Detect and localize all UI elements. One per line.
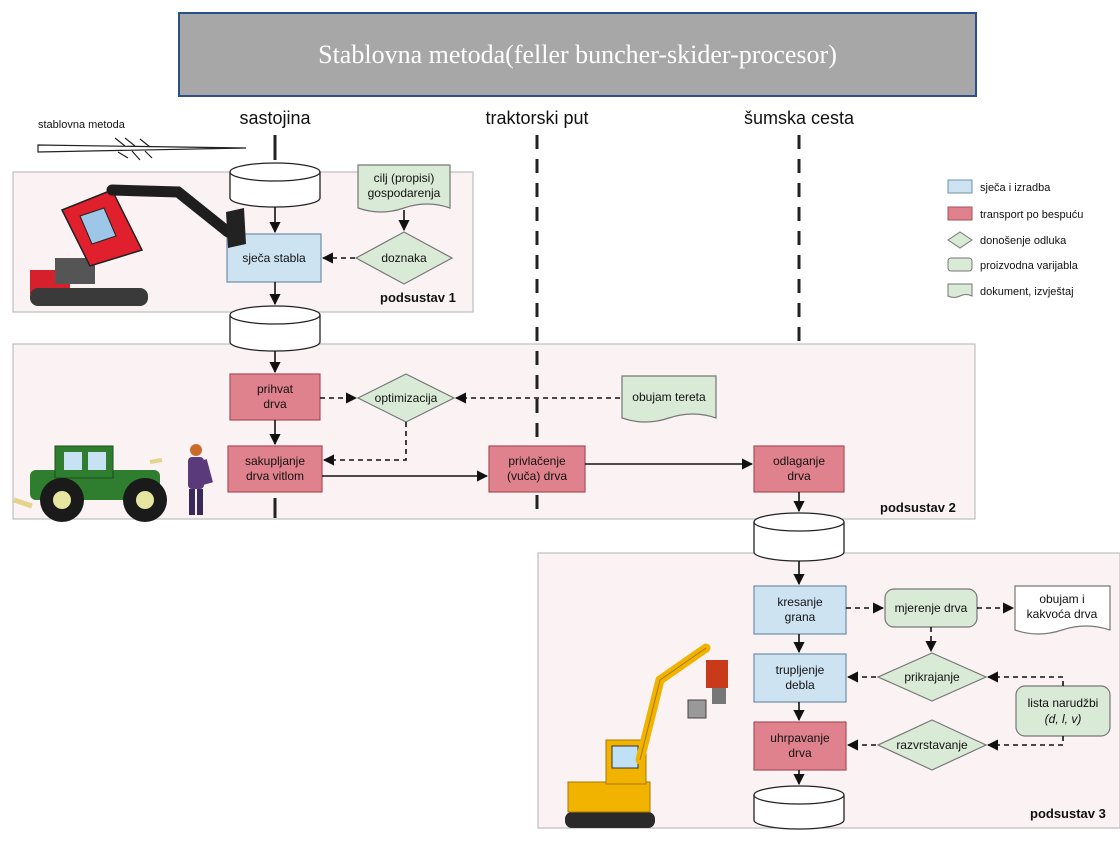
process-sakupljanje-drva: sakupljanje drva vitlom — [227, 445, 323, 493]
optimizacija-label: optimizacija — [375, 391, 438, 405]
legend-item-variable: proizvodna varijabla — [947, 257, 1079, 272]
column-header-traktorski-put: traktorski put — [485, 108, 588, 128]
lista-line-1: lista narudžbi — [1028, 696, 1099, 710]
legend-item-decision: donošenje odluka — [947, 231, 1067, 249]
decision-prikrajanje: prikrajanje — [876, 652, 988, 702]
uhrpavanje-line-1: uhrpavanje — [770, 731, 830, 745]
process-sjeca-stabla: sječa stabla — [226, 233, 322, 283]
legend-item-transport: transport po bespuću — [947, 206, 1083, 221]
column-header-sastojina: sastojina — [239, 108, 311, 128]
uhrpavanje-line-2: drva — [788, 746, 812, 760]
legend-label-decision: donošenje odluka — [980, 235, 1067, 247]
legend-label-variable: proizvodna varijabla — [980, 260, 1079, 272]
method-label: stablovna metoda — [38, 119, 126, 131]
decision-optimizacija: optimizacija — [356, 373, 456, 423]
sakupljanje-line-1: sakupljanje — [245, 454, 305, 468]
cilj-line-2: gospodarenja — [368, 186, 441, 200]
diagram-title: Stablovna metoda(feller buncher-skider-p… — [318, 39, 837, 69]
decision-doznaka: doznaka — [354, 231, 454, 285]
trupljenje-line-2: debla — [785, 678, 815, 692]
process-trupljenje-debla: trupljenje debla — [753, 653, 847, 703]
arrow-optimizacija-to-sakupljanje — [322, 422, 407, 466]
arrow-lista-to-razvrstavanje — [986, 736, 1064, 751]
legend-label-sjeca: sječa i izradba — [980, 182, 1051, 194]
storage-cylinder-2 — [229, 305, 321, 352]
prikrajanje-label: prikrajanje — [904, 670, 960, 684]
decision-razvrstavanje: razvrstavanje — [876, 719, 988, 771]
skidder-icon — [13, 445, 167, 522]
sakupljanje-line-2: drva vitlom — [246, 469, 304, 483]
doznaka-label: doznaka — [381, 251, 427, 265]
kresanje-line-2: grana — [785, 610, 816, 624]
title-banner: Stablovna metoda(feller buncher-skider-p… — [178, 12, 977, 97]
process-uhrpavanje-drva: uhrpavanje drva — [753, 721, 847, 771]
storage-cylinder-3 — [753, 512, 845, 562]
process-odlaganje-drva: odlaganje drva — [753, 445, 845, 493]
doc-obujam-tereta: obujam tereta — [621, 375, 717, 423]
worker-icon — [188, 444, 213, 515]
legend-label-transport: transport po bespuću — [980, 209, 1083, 221]
storage-cylinder-1 — [229, 162, 321, 208]
variable-lista-narudzbi: lista narudžbi (d, l, v) — [1015, 685, 1111, 737]
legend: sječa i izradba transport po bespuću don… — [947, 179, 1083, 298]
process-prihvat-drva: prihvat drva — [229, 373, 321, 421]
sjeca-stabla-label: sječa stabla — [242, 251, 306, 265]
obujam-kakvoca-line-1: obujam i — [1039, 592, 1084, 606]
flow-arrows — [269, 207, 1064, 786]
mjerenje-label: mjerenje drva — [895, 601, 968, 615]
column-header-sumska-cesta: šumska cesta — [744, 108, 855, 128]
odlaganje-line-2: drva — [787, 469, 811, 483]
legend-item-document: dokument, izvještaj — [947, 283, 1074, 298]
privlacenje-line-1: privlačenje — [508, 454, 566, 468]
kresanje-line-1: kresanje — [777, 595, 823, 609]
trupljenje-line-1: trupljenje — [776, 663, 825, 677]
obujam-kakvoca-line-2: kakvoća drva — [1027, 607, 1098, 621]
process-kresanje-grana: kresanje grana — [753, 585, 847, 635]
legend-item-sjeca: sječa i izradba — [947, 179, 1051, 194]
processor-excavator-icon — [565, 643, 728, 828]
prihvat-line-1: prihvat — [257, 382, 294, 396]
subsystem-2-label: podsustav 2 — [880, 500, 956, 515]
prihvat-line-2: drva — [263, 397, 287, 411]
odlaganje-line-1: odlaganje — [773, 454, 825, 468]
privlacenje-line-2: (vuča) drva — [507, 469, 567, 483]
obujam-tereta-label: obujam tereta — [632, 390, 706, 404]
tree-sketch-icon — [37, 137, 247, 161]
feller-buncher-icon — [30, 184, 246, 306]
lista-line-2: (d, l, v) — [1045, 712, 1082, 726]
doc-obujam-kakvoca: obujam i kakvoća drva — [1014, 585, 1111, 635]
arrow-lista-to-prikrajanje — [986, 671, 1064, 686]
subsystem-1-label: podsustav 1 — [380, 290, 456, 305]
variable-mjerenje-drva: mjerenje drva — [884, 588, 978, 628]
process-privlacenje-drva: privlačenje (vuča) drva — [488, 445, 586, 493]
razvrstavanje-label: razvrstavanje — [896, 738, 968, 752]
storage-cylinder-4 — [753, 785, 845, 830]
subsystem-3-label: podsustav 3 — [1030, 806, 1106, 821]
doc-cilj-gospodarenja: cilj (propisi) gospodarenja — [357, 164, 451, 213]
cilj-line-1: cilj (propisi) — [374, 171, 435, 185]
legend-label-document: dokument, izvještaj — [980, 286, 1074, 298]
